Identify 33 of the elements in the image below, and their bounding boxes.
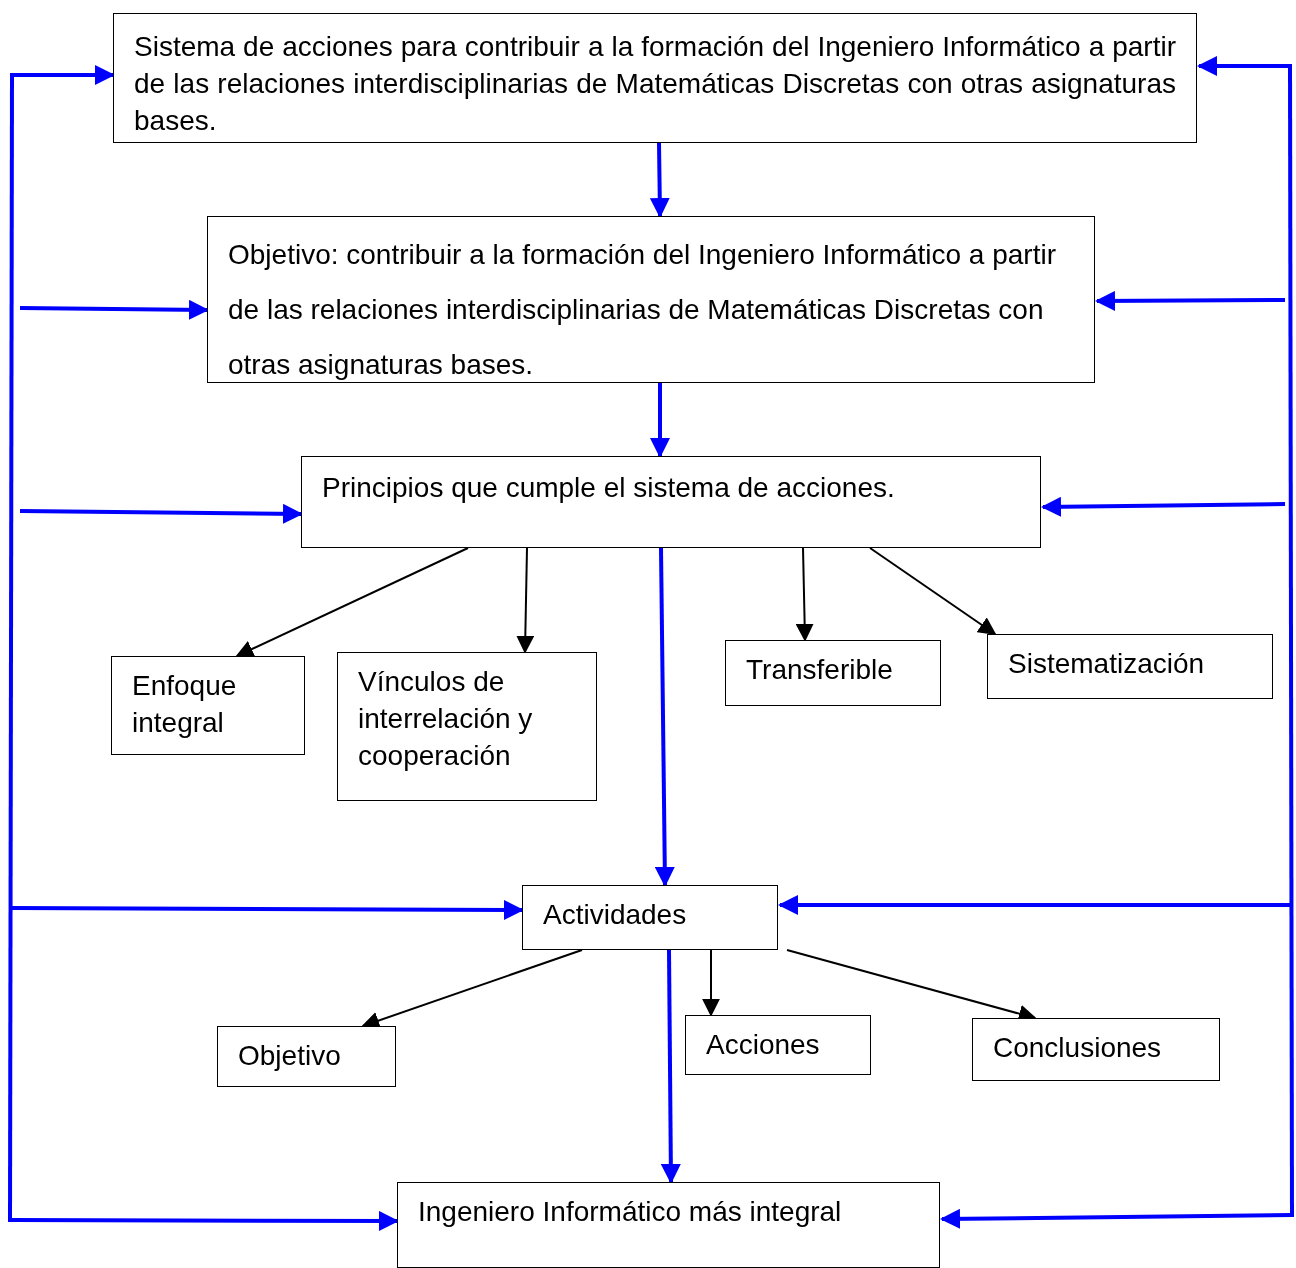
text-box: Objetivo: contribuir a la formación del Ingeniero Informático a partir de las relaciones interdisciplinarias de Matemáticas Discretas con otras asignaturas bases.	[207, 216, 1095, 383]
arrow	[1041, 496, 1286, 517]
arrow	[12, 65, 115, 85]
arrow	[654, 547, 675, 887]
arrow	[795, 547, 814, 642]
text-box: Sistematización	[987, 634, 1273, 699]
arrow	[778, 895, 1290, 915]
text-box: Vínculos de interrelación y cooperación	[337, 652, 597, 801]
arrow	[235, 547, 469, 658]
arrow	[19, 299, 209, 320]
text-box: Sistema de acciones para contribuir a la formación del Ingeniero Informático a partir de las relaciones interdisciplinarias de Matemáticas Discretas con otras asignaturas bases.	[113, 13, 1197, 143]
text-box: Actividades	[522, 885, 778, 950]
arrow	[19, 503, 303, 524]
arrow	[650, 383, 670, 458]
arrow	[1197, 56, 1290, 76]
arrow	[516, 547, 535, 654]
text-box: Acciones	[685, 1015, 871, 1075]
arrow	[12, 899, 524, 920]
arrow	[649, 142, 670, 218]
arrow	[869, 547, 997, 635]
text-box: Objetivo	[217, 1026, 396, 1087]
feedback-line	[8, 73, 14, 1222]
arrow	[12, 1210, 399, 1231]
text-box: Transferible	[725, 640, 941, 706]
arrow	[1095, 290, 1285, 311]
text-box: Principios que cumple el sistema de acciones.	[301, 456, 1041, 548]
text-box: Enfoque integral	[111, 656, 305, 755]
arrow	[702, 949, 720, 1017]
arrow	[940, 1208, 1293, 1229]
text-box: Conclusiones	[972, 1018, 1220, 1081]
text-box: Ingeniero Informático más integral	[397, 1182, 940, 1268]
feedback-line	[1288, 64, 1294, 1217]
arrow	[660, 949, 681, 1184]
